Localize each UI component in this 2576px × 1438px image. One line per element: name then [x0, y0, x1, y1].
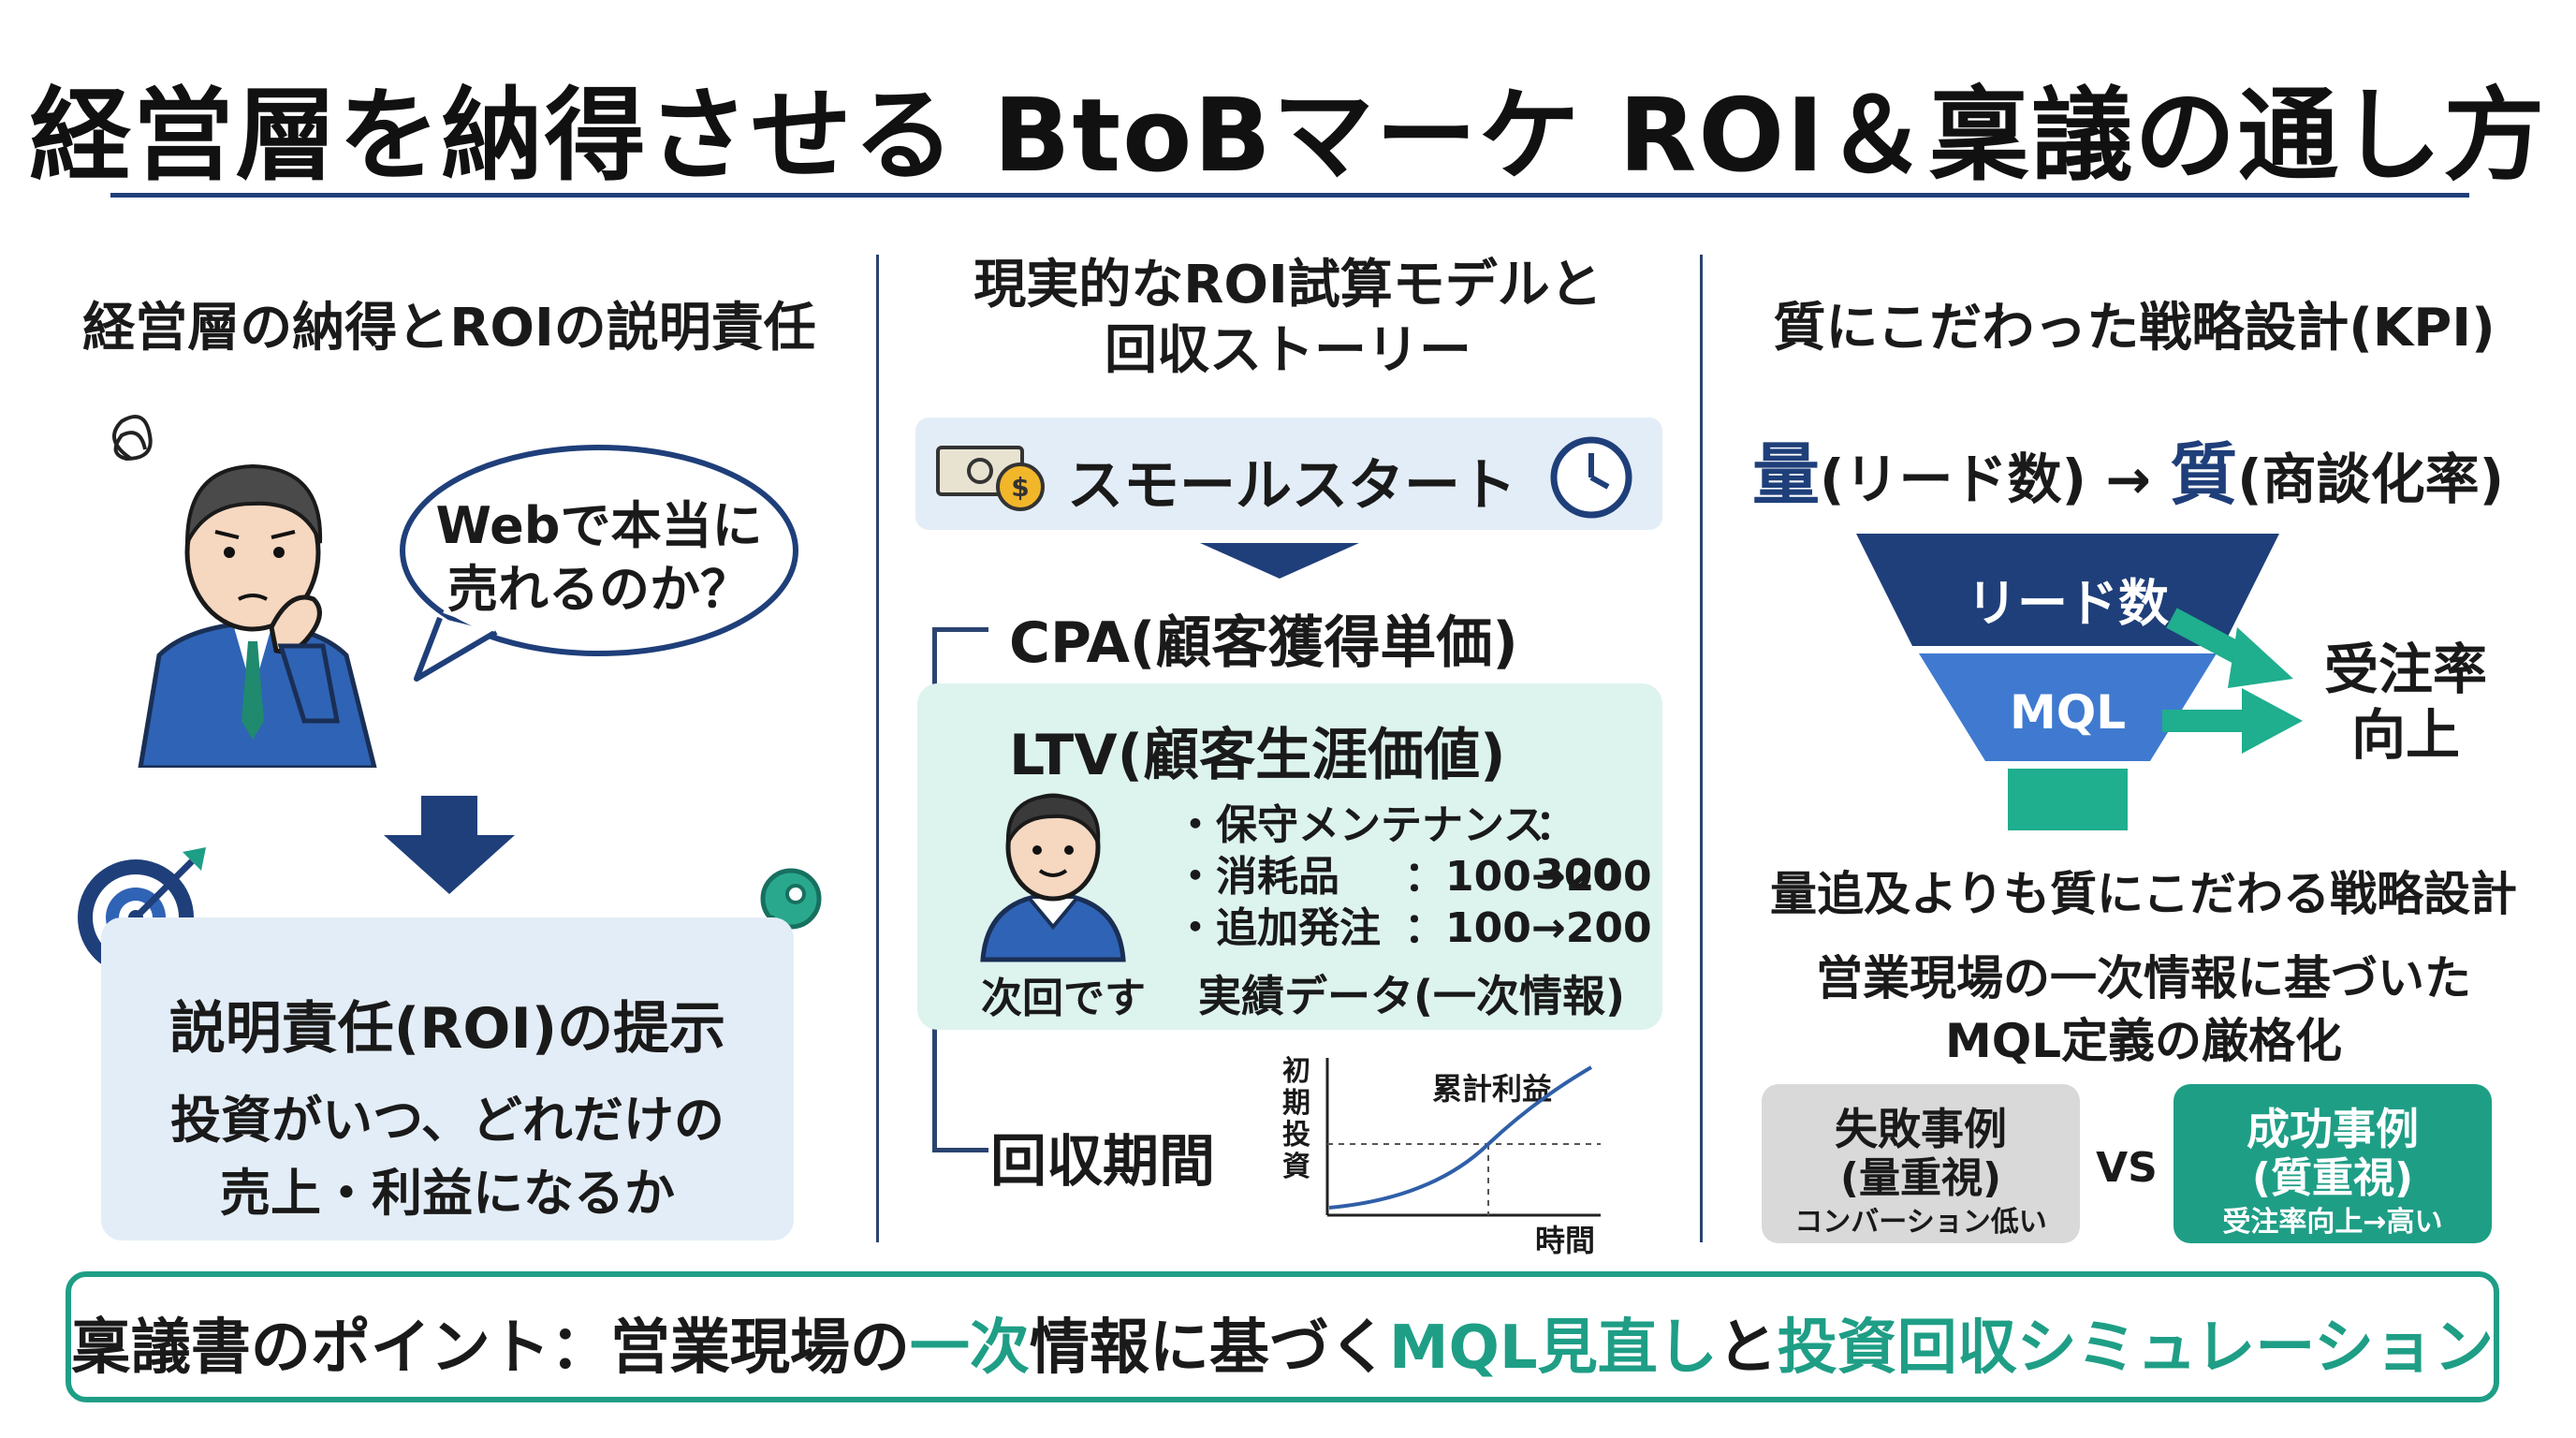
- result-arrows-icon: [2162, 608, 2303, 754]
- payback-label: 回収期間: [990, 1129, 1215, 1195]
- ltv-item-3-value: ：100→200: [1404, 904, 1652, 952]
- funnel-mid-segment: [1919, 653, 2217, 761]
- money-icon: $: [936, 446, 1045, 511]
- bubble-line-1: Webで本当に: [435, 496, 763, 555]
- chart-x-label: 時間: [1535, 1223, 1596, 1258]
- right-heading: 質にこだわった戦略設計(KPI): [1773, 298, 2496, 359]
- success-case-sub: (質重視): [2251, 1154, 2414, 1202]
- payback-curve-chart: [1325, 1058, 1601, 1217]
- fail-case-title: 失敗事例: [1835, 1104, 2007, 1154]
- quality-rest: (商談化率): [2237, 448, 2505, 511]
- speech-bubble: [400, 445, 798, 682]
- vs-label: VS: [2096, 1144, 2158, 1192]
- ltv-item-2-value: ：100→200: [1404, 853, 1652, 901]
- ltv-label: LTV(顧客生涯価値): [1009, 723, 1506, 788]
- qty-char: 量: [1752, 435, 1821, 514]
- bubble-line-2: 売れるのか？: [447, 560, 751, 619]
- footer-part-5: と: [1717, 1313, 1778, 1383]
- worried-businessman-icon: [112, 415, 377, 768]
- cpa-label: CPA(顧客獲得単価): [1009, 610, 1518, 676]
- column-divider-right: [1700, 255, 1703, 1242]
- funnel-top-label: リード数: [1967, 574, 2169, 633]
- fail-case-note: コンバーション低い: [1794, 1206, 2047, 1239]
- title-underline: [110, 193, 2469, 198]
- footer-part-6: 投資回収シミュレーション: [1777, 1313, 2495, 1383]
- mql-line-1: 営業現場の一次情報に基づいた: [1816, 951, 2471, 1005]
- qty-arrow: →: [2105, 448, 2151, 511]
- funnel-bottom-segment: [2008, 769, 2128, 830]
- middle-heading-line-1: 現実的なROI試算モデルと: [973, 255, 1603, 315]
- bracket-tick-cpa: [932, 627, 988, 632]
- ltv-item-3-label: ・追加発注: [1175, 904, 1381, 952]
- middle-heading-line-2: 回収ストーリー: [1105, 320, 1471, 381]
- fail-case-sub: (量重視): [1839, 1154, 2002, 1202]
- chart-cumulative-curve: [1328, 1065, 1593, 1210]
- ltv-item-1-label: ・保守メンテナンス: [1175, 801, 1545, 849]
- quality-char: 質: [2170, 435, 2238, 514]
- roi-box-line-1: 投資がいつ、どれだけの: [170, 1091, 724, 1150]
- footer-part-1: 稟議書のポイント：営業現場の: [70, 1313, 910, 1383]
- result-line-2: 向上: [2350, 703, 2460, 767]
- footer-part-3: 情報に基づく: [1029, 1313, 1389, 1383]
- result-line-1: 受注率: [2323, 638, 2487, 701]
- ltv-item-1-value: ：300: [1535, 801, 1621, 899]
- footer-text: 稟議書のポイント：営業現場の一次情報に基づくMQL見直しと投資回収シミュレーショ…: [66, 1299, 2499, 1386]
- page-title: 経営層を納得させる BtoBマーケ ROI＆稟議の通し方: [29, 78, 2547, 195]
- ltv-item-2-label: ・消耗品: [1175, 853, 1339, 901]
- footer-part-4: MQL見直し: [1388, 1313, 1718, 1383]
- footer-box: [66, 1271, 2499, 1402]
- small-start-label: スモールスタート: [1067, 453, 1516, 519]
- mql-line-2: MQL定義の厳格化: [1944, 1014, 2343, 1068]
- qty-rest: (リード数): [1820, 448, 2087, 511]
- roi-box-line-2: 売上・利益になるか: [220, 1164, 675, 1223]
- roi-explanation-box: [101, 917, 794, 1240]
- fail-case-card: [1762, 1084, 2080, 1243]
- footer-part-2: 一次: [909, 1313, 1030, 1383]
- qty-quality-line: 量(リード数) → 質(商談化率): [1752, 419, 2576, 518]
- down-arrow-icon: [384, 796, 515, 894]
- left-heading: 経営層の納得とROIの説明責任: [82, 298, 816, 359]
- down-triangle-icon: [1200, 543, 1359, 579]
- chart-curve-label: 累計利益: [1432, 1071, 1553, 1107]
- data-caption: 実績データ(一次情報): [1198, 971, 1626, 1021]
- clock-icon: [1550, 436, 1632, 519]
- column-divider-left: [876, 255, 879, 1242]
- success-case-card: [2174, 1084, 2492, 1243]
- bracket-tick-payback: [932, 1148, 988, 1152]
- svg-text:$: $: [1011, 472, 1029, 503]
- strategy-text: 量追及よりも質にこだわる戦略設計: [1770, 867, 2517, 921]
- funnel-mid-label: MQL: [2009, 685, 2127, 740]
- chart-y-label: 初期投資: [1282, 1055, 1310, 1183]
- success-case-title: 成功事例: [2247, 1104, 2419, 1154]
- customer-person-icon: [980, 793, 1126, 962]
- roi-box-title: 説明責任(ROI)の提示: [168, 996, 726, 1062]
- person-caption: 次回です: [981, 975, 1146, 1022]
- success-case-note: 受注率向上→高い: [2222, 1206, 2443, 1239]
